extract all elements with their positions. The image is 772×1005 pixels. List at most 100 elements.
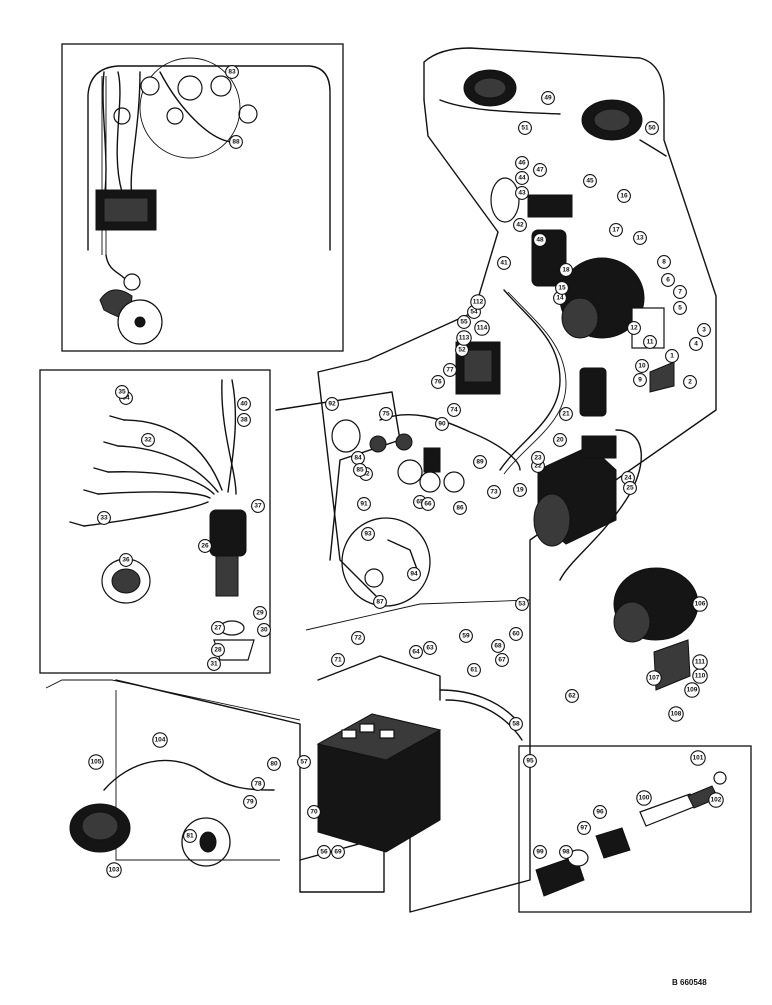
callout-number: 81 xyxy=(186,833,194,840)
callout-75: 75 xyxy=(379,407,393,421)
callout-55: 55 xyxy=(457,315,471,329)
callout-bubble xyxy=(491,639,505,653)
callout-number: 58 xyxy=(512,721,520,728)
callout-bubble xyxy=(555,281,569,295)
callout-101: 101 xyxy=(690,750,706,766)
callout-number: 6 xyxy=(666,277,670,284)
callout-94: 94 xyxy=(407,567,421,581)
callout-number: 61 xyxy=(470,667,478,674)
starter-motor xyxy=(533,429,642,581)
callout-number: 4 xyxy=(694,341,698,348)
callout-33: 33 xyxy=(97,511,111,525)
gauge-65 xyxy=(397,459,423,485)
callout-bubble xyxy=(88,754,104,770)
switch-85 xyxy=(395,433,413,451)
callout-number: 46 xyxy=(518,160,526,167)
callout-51: 51 xyxy=(518,121,532,135)
callout-number: 93 xyxy=(364,531,372,538)
callout-number: 11 xyxy=(647,339,654,346)
callout-bubble xyxy=(361,527,375,541)
callout-bubble xyxy=(559,407,573,421)
callout-bubble xyxy=(497,256,511,270)
callout-46: 46 xyxy=(515,156,529,170)
callout-bubble xyxy=(351,631,365,645)
callout-number: 17 xyxy=(612,227,620,234)
instrument-cluster xyxy=(331,413,521,607)
callout-11: 11 xyxy=(643,335,657,349)
callout-number: 107 xyxy=(649,675,660,682)
callout-number: 13 xyxy=(636,235,644,242)
callout-number: 44 xyxy=(518,175,526,182)
callout-96: 96 xyxy=(593,805,607,819)
callout-number: 110 xyxy=(695,673,706,680)
callout-number: 60 xyxy=(512,631,520,638)
callout-number: 89 xyxy=(476,459,484,466)
callout-53: 53 xyxy=(515,597,529,611)
callout-bubble xyxy=(373,595,387,609)
callout-bubble xyxy=(456,330,472,346)
callout-40: 40 xyxy=(237,397,251,411)
callout-number: 112 xyxy=(473,299,484,306)
callout-bubble xyxy=(515,597,529,611)
callout-bubble xyxy=(407,567,421,581)
callout-bubble xyxy=(106,862,122,878)
starter-solenoid xyxy=(581,435,617,459)
callout-37: 37 xyxy=(251,499,265,513)
callout-number: 100 xyxy=(639,795,650,802)
callout-bubble xyxy=(635,359,649,373)
callout-104: 104 xyxy=(152,732,168,748)
callout-number: 64 xyxy=(412,649,420,656)
starter-nose xyxy=(533,493,571,547)
callout-number: 25 xyxy=(626,485,634,492)
callout-bubble xyxy=(207,657,221,671)
callout-number: 57 xyxy=(300,759,308,766)
callout-bubble xyxy=(665,349,679,363)
headlight-left-lens xyxy=(473,77,507,99)
callout-bubble xyxy=(251,499,265,513)
callout-number: 30 xyxy=(260,627,268,634)
callout-number: 114 xyxy=(477,325,488,332)
distributor-main xyxy=(579,367,607,417)
floor-edge xyxy=(45,679,301,721)
callout-106: 106 xyxy=(692,596,708,612)
callout-38: 38 xyxy=(237,413,251,427)
callout-number: 88 xyxy=(232,139,240,146)
callout-number: 63 xyxy=(426,645,434,652)
callout-bubble xyxy=(692,654,708,670)
callout-number: 51 xyxy=(521,125,529,132)
battery-cables xyxy=(439,689,523,741)
callout-bubble xyxy=(357,497,371,511)
main-harness-upper xyxy=(499,289,561,471)
callout-bubble xyxy=(467,663,481,677)
callout-60: 60 xyxy=(509,627,523,641)
callout-21: 21 xyxy=(559,407,573,421)
callout-90: 90 xyxy=(435,417,449,431)
callout-bubble xyxy=(533,845,547,859)
callout-bubble xyxy=(447,403,461,417)
callout-bubble xyxy=(307,805,321,819)
callout-number: 48 xyxy=(536,237,544,244)
callout-44: 44 xyxy=(515,171,529,185)
callout-number: 50 xyxy=(648,125,656,132)
callout-bubble xyxy=(623,481,637,495)
callout-bubble xyxy=(633,373,647,387)
callout-number: 9 xyxy=(638,377,642,384)
callout-number: 71 xyxy=(334,657,342,664)
callout-bubble xyxy=(673,301,687,315)
gauge-detail-wire xyxy=(387,539,419,573)
callout-bubble xyxy=(627,321,641,335)
callout-number: 83 xyxy=(228,69,236,76)
callout-number: 40 xyxy=(240,401,248,408)
callout-number: 21 xyxy=(562,411,570,418)
callout-107: 107 xyxy=(646,670,662,686)
callout-bubble xyxy=(684,682,700,698)
generator-106-end xyxy=(613,601,651,643)
callout-number: 55 xyxy=(460,319,468,326)
callout-number: 33 xyxy=(100,515,108,522)
callout-bubble xyxy=(152,732,168,748)
callout-number: 62 xyxy=(568,693,576,700)
callout-number: 18 xyxy=(562,267,570,274)
callout-17: 17 xyxy=(609,223,623,237)
dash-hole-right xyxy=(238,104,258,124)
